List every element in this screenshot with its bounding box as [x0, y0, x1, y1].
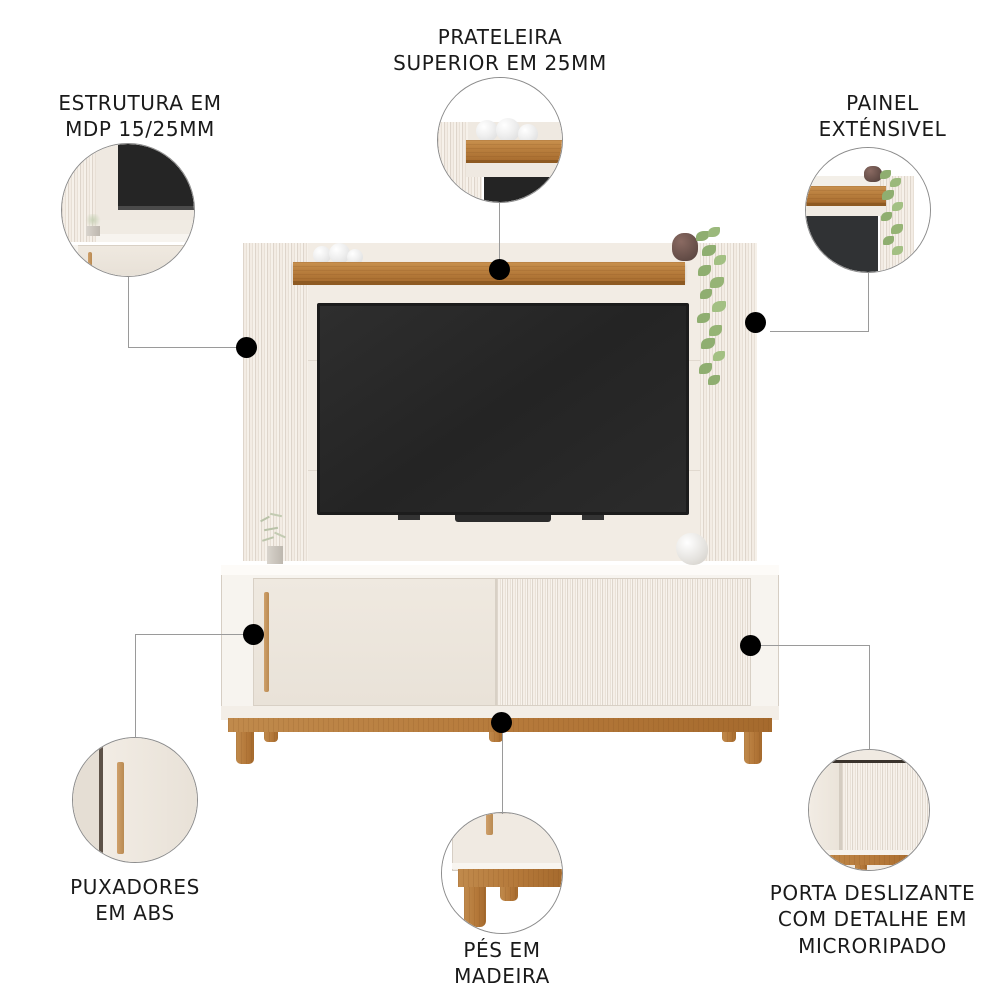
connector-estrutura-vertical	[128, 277, 129, 347]
tv-stand	[455, 515, 551, 522]
callout-label-puxadores: PUXADORES EM ABS	[70, 875, 200, 926]
marker-dot-painel[interactable]	[745, 312, 766, 333]
callout-label-porta: PORTA DESLIZANTE COM DETALHE EM MICRORIP…	[769, 881, 976, 958]
detail-bubble-painel	[805, 147, 931, 273]
connector-puxadores-horizontal	[135, 634, 248, 635]
marker-dot-prateleira[interactable]	[489, 259, 510, 280]
callout-label-painel: PAINEL EXTÉNSIVEL	[818, 91, 947, 142]
connector-puxadores-vertical	[135, 634, 136, 738]
connector-prateleira-vertical	[499, 203, 500, 263]
detail-bubble-prateleira	[437, 77, 563, 203]
decor-sculpture	[676, 533, 708, 565]
tv-screen	[320, 306, 686, 512]
connector-porta-horizontal	[757, 645, 870, 646]
rack-leg-left-inner	[264, 732, 278, 742]
rack-door-left[interactable]	[253, 578, 496, 706]
rack-leg-center	[489, 732, 503, 742]
detail-bubble-puxadores	[72, 737, 198, 863]
decor-small-plant	[258, 512, 292, 564]
connector-porta-vertical	[869, 645, 870, 750]
decor-ball-2	[329, 243, 350, 264]
detail-bubble-pes	[441, 812, 563, 934]
rack-leg-right-inner	[722, 732, 736, 742]
detail-bubble-porta	[808, 749, 930, 871]
decor-ball-3	[347, 249, 363, 265]
marker-dot-porta[interactable]	[740, 635, 761, 656]
decor-ball-1	[313, 246, 331, 264]
connector-pes-vertical	[502, 732, 503, 814]
panel-left-wing	[243, 243, 318, 561]
shelf-front-edge	[293, 281, 685, 285]
callout-label-pes: PÉS EM MADEIRA	[454, 938, 550, 989]
connector-painel-horizontal	[770, 331, 869, 332]
rack-top-surface	[221, 565, 779, 575]
rack-leg-left	[236, 732, 254, 764]
tv-foot-left	[398, 515, 420, 520]
decor-vase	[672, 233, 698, 261]
tv-foot-right	[582, 515, 604, 520]
marker-dot-estrutura[interactable]	[236, 337, 257, 358]
rack-leg-right	[744, 732, 762, 764]
marker-dot-puxadores[interactable]	[243, 624, 264, 645]
marker-dot-pes[interactable]	[491, 712, 512, 733]
connector-estrutura-horizontal	[128, 347, 246, 348]
callout-label-prateleira: PRATELEIRA SUPERIOR EM 25MM	[393, 25, 607, 76]
door-handle-left[interactable]	[264, 592, 269, 692]
detail-bubble-estrutura	[61, 143, 195, 277]
decor-plant	[688, 225, 734, 395]
callout-label-estrutura: ESTRUTURA EM MDP 15/25MM	[58, 91, 222, 142]
connector-painel-vertical	[868, 273, 869, 331]
rack-door-right[interactable]	[496, 578, 751, 706]
